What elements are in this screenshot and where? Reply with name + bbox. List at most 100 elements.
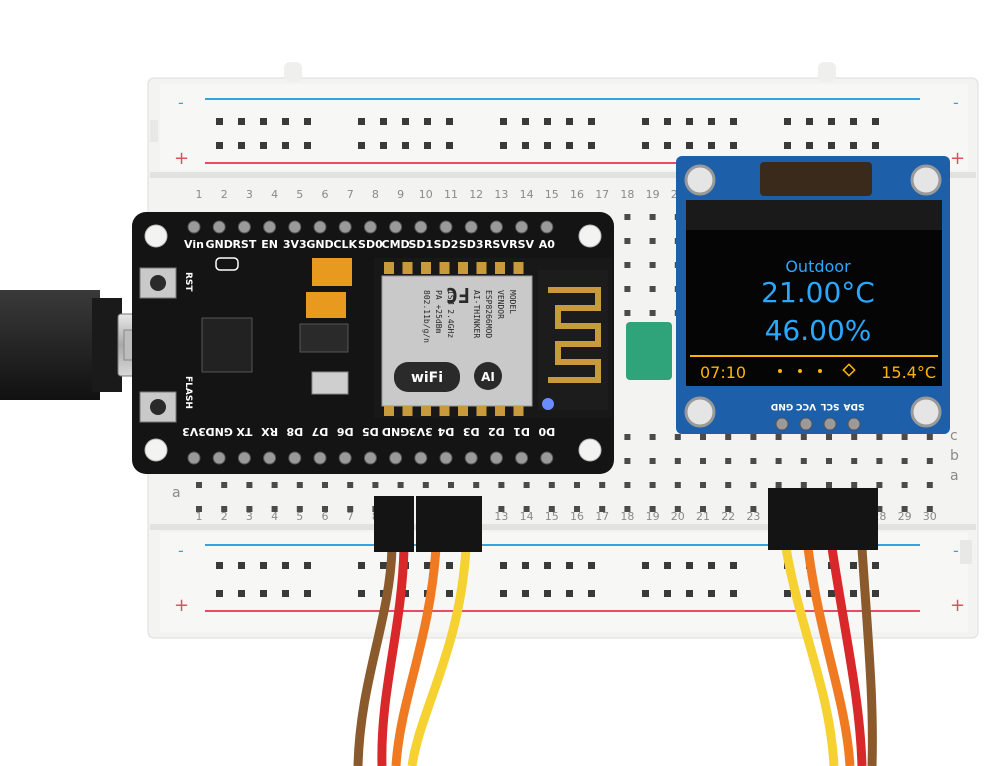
header-pin-bottom: [439, 451, 453, 465]
breadboard-hole: [649, 458, 656, 464]
led-marking: [215, 257, 239, 271]
breadboard-hole: [624, 310, 631, 316]
column-number-bottom: 1: [196, 510, 203, 523]
oled-page-dot-3: [818, 369, 822, 373]
top-pin-label: Vin: [184, 238, 204, 251]
breadboard-hole: [196, 482, 202, 488]
column-number-top: 8: [372, 188, 379, 201]
breadboard-hole: [926, 482, 933, 488]
breadboard-hole: [725, 434, 732, 440]
module-pad: [495, 406, 505, 416]
column-number-top: 19: [646, 188, 660, 201]
rail-hole: [588, 142, 595, 149]
breadboard-hole: [574, 506, 580, 512]
module-model-label: MODEL: [508, 290, 517, 314]
rail-hole: [806, 118, 813, 125]
column-number-bottom: 22: [721, 510, 735, 523]
status-led: [542, 398, 554, 410]
flash-button[interactable]: [139, 391, 177, 423]
rail-hole: [522, 118, 529, 125]
breadboard-hole: [498, 506, 505, 512]
column-number-top: 9: [397, 188, 404, 201]
rail-hole: [686, 142, 693, 149]
rail-hole: [424, 142, 431, 149]
rail-hole: [872, 590, 879, 597]
breadboard-hole: [876, 482, 883, 488]
rst-button[interactable]: [139, 267, 177, 299]
rail-hole: [642, 118, 649, 125]
breadboard-hole: [750, 434, 757, 440]
rail-hole: [806, 590, 813, 597]
diode: [306, 292, 346, 318]
top-plus-right: +: [950, 148, 965, 169]
rail-hole: [784, 142, 791, 149]
rail-hole: [828, 590, 835, 597]
rail-hole: [544, 118, 551, 125]
rail-hole: [522, 590, 529, 597]
rail-hole: [446, 118, 453, 125]
breadboard-hole: [649, 434, 656, 440]
column-number-bottom: 17: [595, 510, 609, 523]
bottom-pin-label: GND: [382, 425, 409, 438]
column-number-bottom: 14: [520, 510, 534, 523]
rail-hole: [216, 590, 223, 597]
rail-hole: [544, 142, 551, 149]
rail-hole: [380, 142, 387, 149]
rail-hole: [216, 562, 223, 569]
rail-hole: [872, 142, 879, 149]
rail-hole: [566, 590, 573, 597]
column-number-top: 13: [494, 188, 508, 201]
breadboard-hole: [826, 434, 832, 440]
module-line-3: ISM 2.4GHz: [446, 290, 455, 338]
header-pin-bottom: [515, 451, 529, 465]
breadboard-hole: [599, 506, 606, 512]
header-pin-bottom: [464, 451, 478, 465]
bottom-pin-label: 3V3: [182, 425, 206, 438]
rail-hole: [424, 118, 431, 125]
header-pin-bottom: [489, 451, 503, 465]
rail-hole: [260, 562, 267, 569]
oled-header-pin: [823, 417, 837, 431]
header-pin-top: [540, 220, 554, 234]
breadboard-hole: [649, 506, 656, 512]
module-pad: [495, 262, 505, 274]
module-pad: [402, 262, 413, 274]
module-pad: [439, 262, 450, 274]
header-pin-bottom: [313, 451, 327, 465]
bottom-pin-label: D2: [488, 425, 505, 438]
rail-hole: [708, 118, 715, 125]
breadboard-hole: [649, 214, 656, 220]
header-pin-bottom: [363, 451, 377, 465]
rail-hole: [282, 590, 289, 597]
breadboard-hole: [599, 482, 606, 488]
column-number-bottom: 16: [570, 510, 584, 523]
green-jumper: [626, 322, 672, 380]
breadboard-hole: [750, 482, 757, 488]
top-plus-left: +: [174, 148, 189, 169]
module-pad: [513, 262, 524, 274]
header-pin-top: [212, 220, 226, 234]
breadboard-hole: [422, 482, 429, 488]
header-pin-bottom: [414, 451, 428, 465]
esp8266-module: FC MODEL VENDOR ESP8266MOD AI-THINKER IS…: [374, 258, 612, 418]
rail-hole: [446, 562, 453, 569]
column-number-top: 7: [347, 188, 354, 201]
column-number-top: 16: [570, 188, 584, 201]
rail-hole: [730, 142, 737, 149]
rail-hole: [358, 118, 365, 125]
breadboard-hole: [826, 458, 832, 464]
column-number-bottom: 3: [246, 510, 253, 523]
header-pin-top: [263, 220, 277, 234]
breadboard-hole: [624, 262, 631, 268]
breadboard-hole: [624, 458, 631, 464]
rail-hole: [544, 562, 551, 569]
breadboard-hole: [296, 482, 303, 488]
rail-hole: [216, 118, 223, 125]
header-pin-bottom: [212, 451, 226, 465]
rail-hole: [304, 142, 311, 149]
oled-forecast-temp: 15.4°C: [881, 363, 936, 382]
column-number-top: 1: [196, 188, 203, 201]
bottom-pin-label: D8: [286, 425, 303, 438]
rail-hole: [686, 118, 693, 125]
